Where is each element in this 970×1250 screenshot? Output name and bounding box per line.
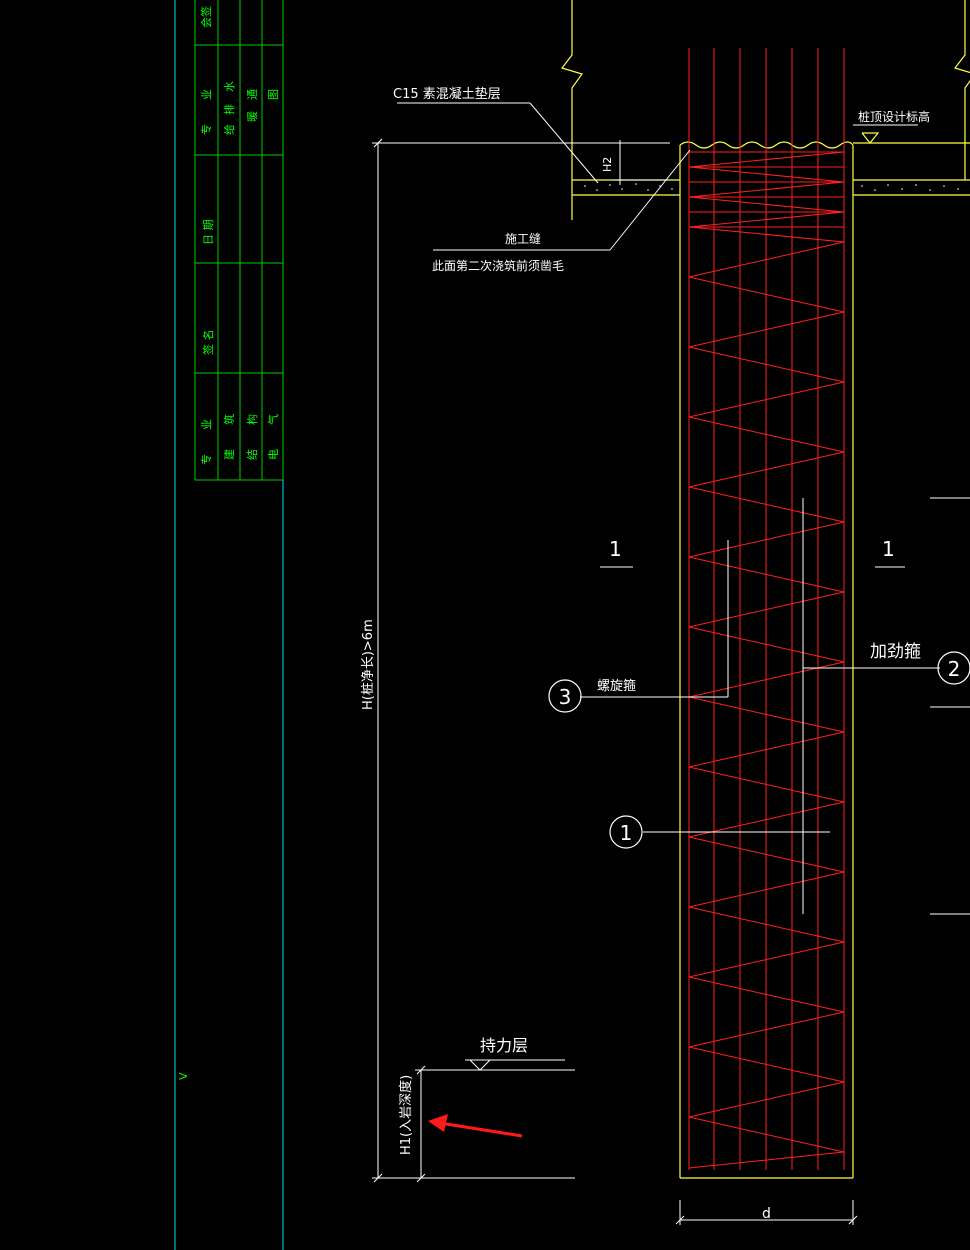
- spiral-hoop: [688, 1116, 845, 1153]
- title-role-2: 业: [200, 419, 213, 430]
- spiral-hoop: [688, 1081, 845, 1118]
- title-block: [194, 0, 284, 481]
- spiral-hoop: [688, 591, 845, 628]
- h2-label: H2: [601, 157, 614, 172]
- title-role-7: 电: [267, 449, 280, 460]
- callout-3-number: 3: [559, 685, 572, 709]
- spiral-hoop-label: 螺旋箍: [597, 678, 636, 694]
- spiral-hoop: [688, 871, 845, 908]
- callout-3-circle: [548, 679, 582, 713]
- title-role-6: 构: [245, 414, 259, 425]
- title-major-5: 水: [223, 81, 236, 92]
- sheet-border: [174, 0, 284, 1250]
- title-role-4: 筑: [222, 414, 236, 425]
- dimension-lines: [372, 102, 970, 1225]
- title-major-8: 图: [267, 89, 280, 100]
- title-role-8: 气: [266, 414, 280, 425]
- callout-1-circle: [609, 815, 643, 849]
- spiral-hoop: [688, 1046, 845, 1083]
- spiral-hoop: [688, 696, 845, 733]
- section-mark-right: 1: [882, 537, 895, 561]
- title-block-text: 会签 专 业 给 排 水 暖 通 图 日 期 签 名 专 业 建 筑 结 构 电…: [199, 6, 280, 465]
- pile-length-label: H(桩净长)>6m: [361, 619, 376, 710]
- spiral-hoop: [688, 211, 845, 228]
- title-major-1: 专: [199, 124, 213, 135]
- callout-2-circle: [937, 651, 970, 685]
- section-mark-left: 1: [609, 537, 622, 561]
- spiral-hoop: [688, 276, 845, 313]
- callout-circles: [548, 651, 970, 849]
- spiral-hoop: [688, 226, 845, 243]
- spiral-hoop: [688, 836, 845, 873]
- diameter-label: d: [762, 1206, 771, 1222]
- title-sign-label: 签 名: [201, 330, 215, 356]
- title-major-2: 业: [200, 89, 213, 100]
- title-role-3: 建: [222, 449, 236, 460]
- title-role-1: 专: [199, 454, 213, 465]
- spiral-hoop: [688, 346, 845, 383]
- title-major-6: 暖: [246, 111, 259, 122]
- reference-letter: V: [177, 1072, 190, 1080]
- spiral-hoop: [688, 311, 845, 348]
- spiral-hoop: [688, 181, 845, 198]
- stiffening-hoop-label: 加劲箍: [870, 642, 921, 662]
- spiral-hoop: [688, 1011, 845, 1048]
- spiral-hoop: [688, 976, 845, 1013]
- cushion-hatch: [584, 183, 959, 191]
- title-major-7: 通: [246, 89, 259, 100]
- spiral-hoop: [688, 556, 845, 593]
- title-major-4: 排: [222, 104, 236, 115]
- title-top-label: 会签: [199, 6, 213, 28]
- spiral-hoop: [688, 626, 845, 663]
- spiral-hoop: [688, 416, 845, 453]
- spiral-hoop: [688, 166, 845, 183]
- spiral-hoop: [688, 801, 845, 838]
- spiral-hoop: [688, 486, 845, 523]
- construction-joint-label: 施工缝: [505, 231, 541, 246]
- cushion-label: C15 素混凝土垫层: [393, 86, 501, 102]
- spiral-hoop: [688, 941, 845, 978]
- spiral-hoop: [688, 766, 845, 803]
- title-role-5: 结: [246, 449, 259, 460]
- spiral-hoop: [688, 241, 845, 278]
- spiral-hoop: [688, 731, 845, 768]
- spiral-hoop: [688, 521, 845, 558]
- callout-1-number: 1: [620, 821, 633, 845]
- spiral-hoop: [688, 196, 845, 213]
- pile-top-label: 桩顶设计标高: [858, 109, 930, 124]
- spiral-hoop: [688, 151, 845, 168]
- joint-note-label: 此面第二次浇筑前须凿毛: [432, 258, 564, 273]
- title-date-label: 日 期: [202, 220, 215, 246]
- spiral-hoop: [688, 906, 845, 943]
- rock-depth-label: H1(入岩深度): [398, 1075, 414, 1155]
- red-arrow-icon: [428, 1114, 523, 1138]
- spiral-hoop: [688, 381, 845, 418]
- rebar-cage: [688, 48, 845, 1170]
- spiral-hoop: [688, 451, 845, 488]
- bearing-layer-label: 持力层: [480, 1036, 528, 1055]
- callout-2-number: 2: [948, 657, 961, 681]
- title-major-3: 给: [223, 124, 236, 135]
- pile-cap-outline: [560, 0, 970, 1179]
- spiral-hoop: [688, 1151, 845, 1169]
